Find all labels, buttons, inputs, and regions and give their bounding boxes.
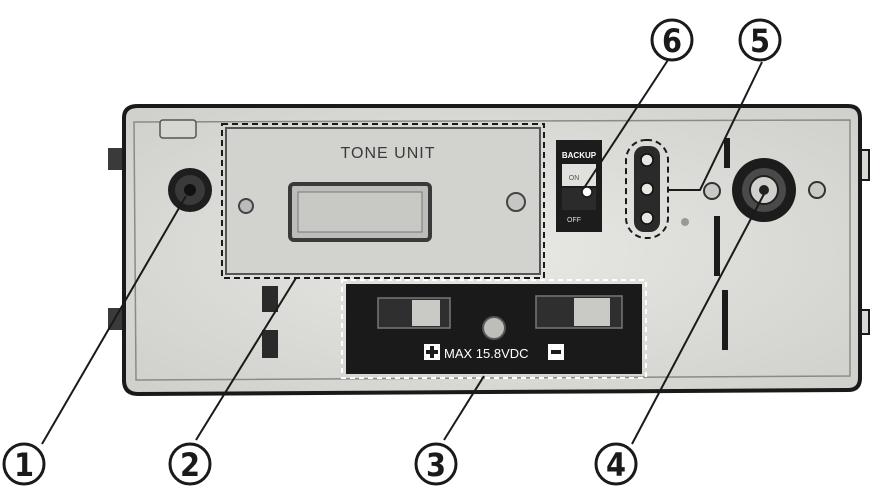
switch-off-label: OFF <box>567 217 581 224</box>
leader-line-1 <box>41 195 187 445</box>
callout-3: 3 <box>414 442 458 486</box>
callout-6: 6 <box>650 18 694 62</box>
left-panel-slots <box>262 286 278 358</box>
coaxial-connector <box>732 158 796 222</box>
negative-terminal-clip <box>574 298 610 326</box>
switch-on-label: ON <box>569 175 580 182</box>
callout-2: 2 <box>168 442 212 486</box>
positive-terminal-clip <box>412 300 440 326</box>
callout-number: 2 <box>180 446 200 484</box>
dc-power-terminals: MAX 15.8VDC <box>341 279 647 379</box>
power-spec-label: MAX 15.8VDC <box>444 346 529 361</box>
callout-number: 5 <box>750 22 770 60</box>
tone-unit-label: TONE UNIT <box>341 145 436 162</box>
coax-screw-right <box>808 181 826 199</box>
callout-4: 4 <box>594 442 638 486</box>
left-mount-tab-top <box>108 148 124 170</box>
panel-dot <box>681 218 689 226</box>
backup-switch: BACKUP ON OFF <box>556 140 602 232</box>
leader-line-5 <box>668 61 763 191</box>
callout-number: 6 <box>662 22 682 60</box>
tone-unit-screw-left <box>238 198 254 214</box>
callout-5: 5 <box>738 18 782 62</box>
leader-line-4 <box>631 193 765 445</box>
leader-line-6 <box>583 59 669 189</box>
callout-number: 1 <box>14 446 34 484</box>
terminal-screw <box>482 316 506 340</box>
leader-line-3 <box>443 375 485 441</box>
leader-line-2 <box>195 277 297 441</box>
tone-unit-screw-right <box>506 192 526 212</box>
chassis-bevel <box>133 119 851 381</box>
leader-lines <box>41 59 765 445</box>
callout-1: 1 <box>2 442 46 486</box>
backup-label: BACKUP <box>562 151 597 160</box>
coax-screw-left <box>703 182 721 200</box>
antenna-connector <box>168 168 212 212</box>
top-left-tab <box>159 119 197 139</box>
callout-number: 3 <box>426 446 446 484</box>
tone-unit-cover: TONE UNIT <box>221 123 545 279</box>
right-panel-slots <box>714 138 730 350</box>
callout-number: 4 <box>606 446 626 484</box>
